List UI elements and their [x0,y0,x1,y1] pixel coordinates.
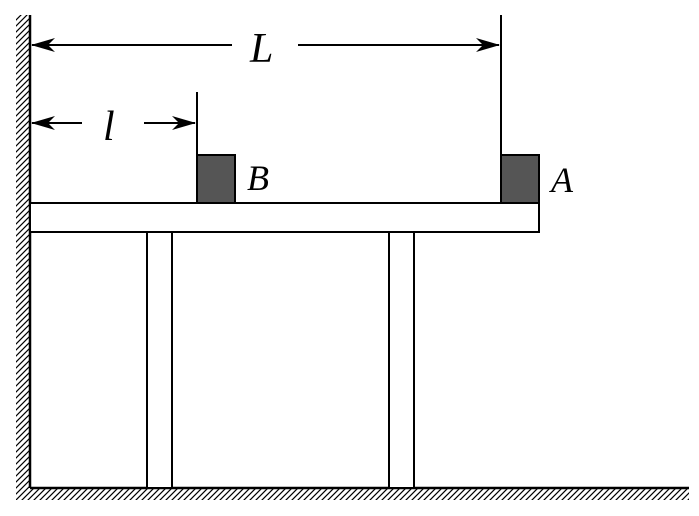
ground [16,486,689,500]
left-wall [16,15,32,488]
ground-hatching [16,488,689,500]
dim-total-arrow-right [476,38,500,52]
dim-total-arrow-left [31,38,55,52]
table-leg-right [388,231,415,489]
table-board [29,202,540,233]
dim-short-arrow-left [31,116,55,130]
dimension-l-short: l [31,104,196,150]
block-a [500,154,540,204]
wall-hatching [16,15,29,488]
dim-total-label: L [249,26,273,72]
table-leg-left [146,231,173,489]
dimension-l-total: L [31,26,500,72]
block-b [196,154,236,204]
block-a-label: A [549,160,574,200]
dim-short-label: l [103,104,115,150]
dim-short-arrow-right [172,116,196,130]
block-b-label: B [247,158,269,198]
